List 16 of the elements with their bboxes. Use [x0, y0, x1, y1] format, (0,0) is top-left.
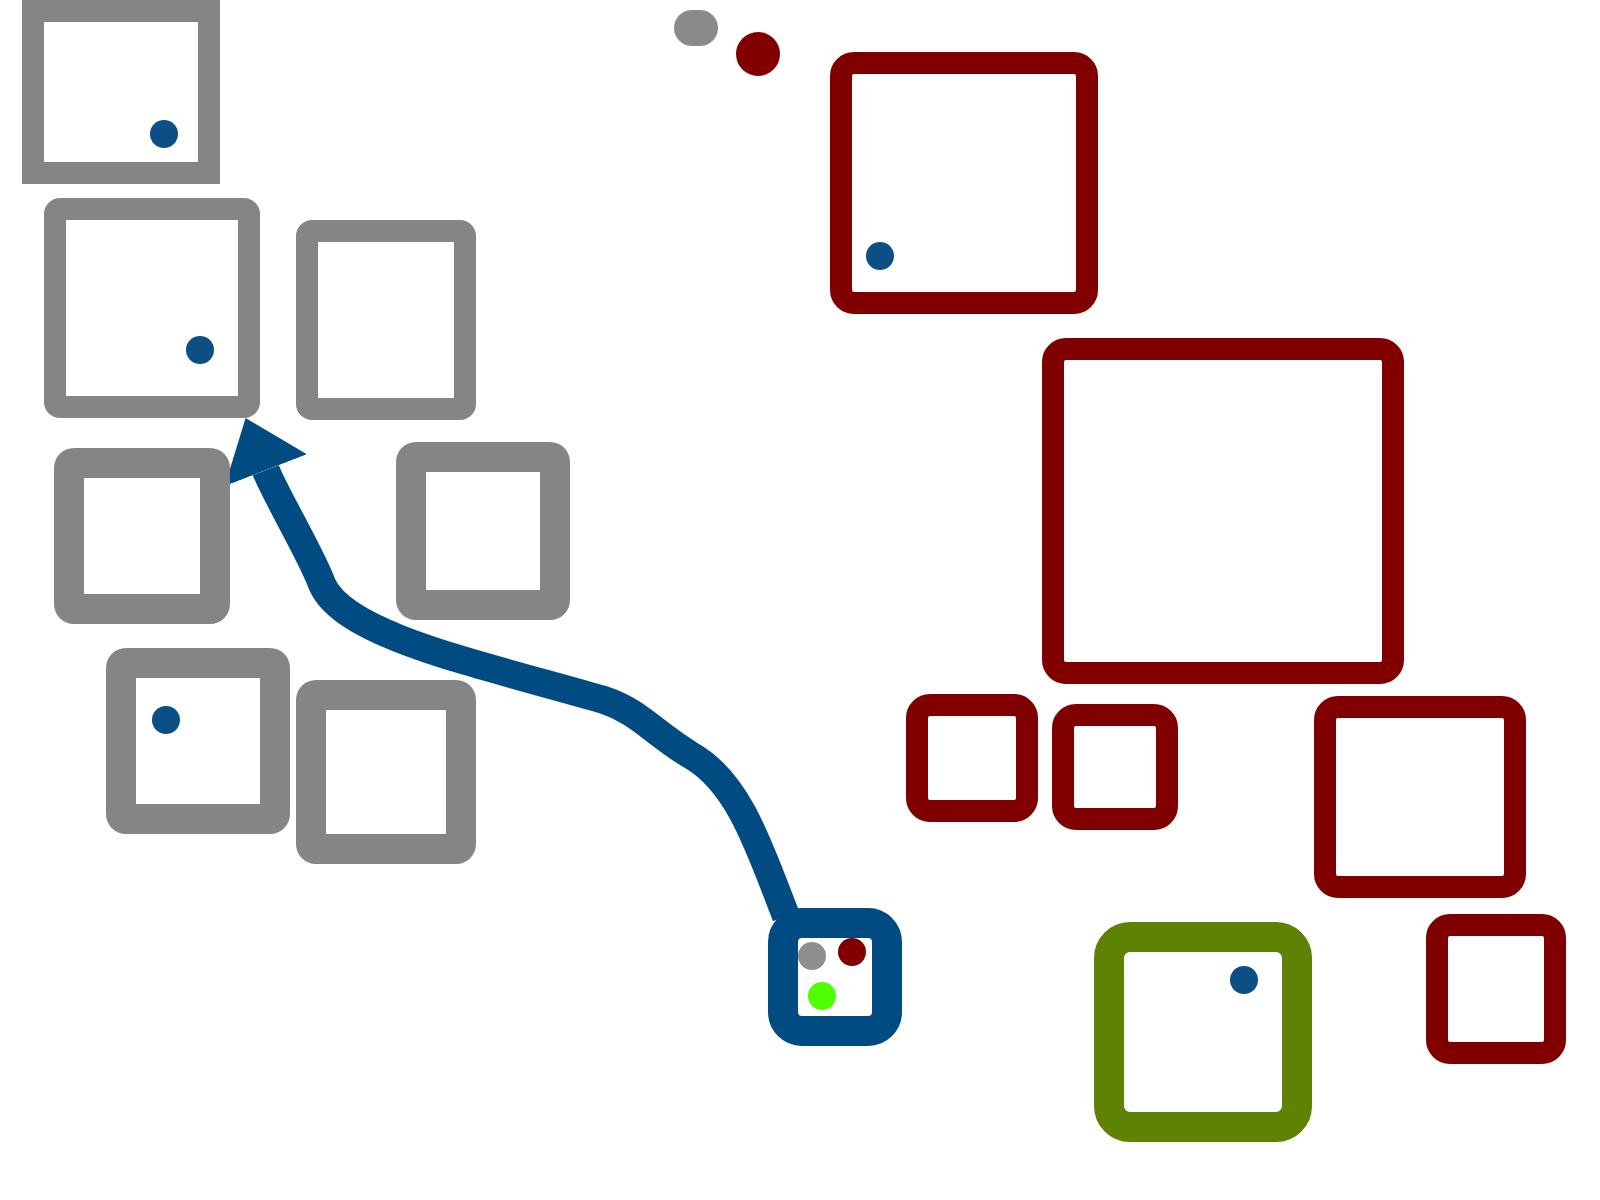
square-frame: [106, 648, 290, 834]
square-frame: [1314, 696, 1526, 898]
square-frame: [768, 908, 902, 1046]
curved-arrow: [225, 418, 800, 922]
square-frame: [1426, 914, 1566, 1064]
square-frame: [296, 680, 476, 864]
square-frame: [22, 0, 220, 184]
square-frame: [396, 442, 570, 620]
square-frame: [1094, 922, 1312, 1142]
square-frame: [54, 448, 230, 624]
square-frame: [906, 694, 1038, 822]
square-frame: [830, 52, 1098, 314]
square-frame: [44, 198, 260, 418]
square-frame: [1052, 704, 1178, 830]
square-frame: [296, 220, 476, 420]
square-frame: [1042, 338, 1404, 684]
